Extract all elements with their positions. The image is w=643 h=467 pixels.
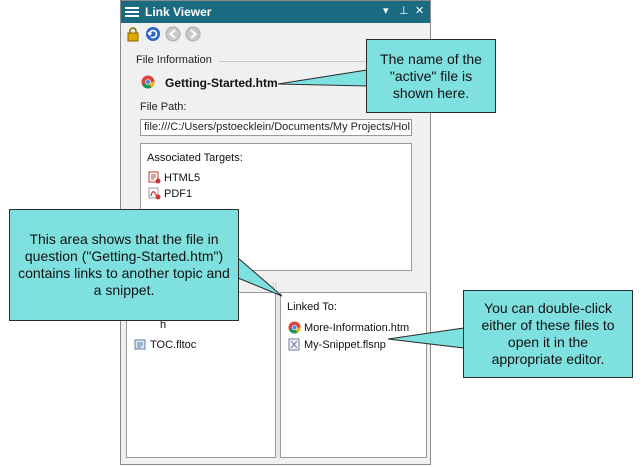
chrome-icon — [288, 321, 301, 334]
linked-from-item[interactable]: TOC.fltoc — [134, 338, 196, 351]
linked-to-name: My-Snippet.flsnp — [304, 338, 386, 351]
file-name-callout-pointer — [277, 69, 368, 87]
linked-from-name: TOC.fltoc — [150, 338, 197, 351]
snippet-icon — [288, 338, 300, 351]
section-divider — [219, 61, 419, 62]
links-area-callout-pointer — [237, 256, 283, 297]
linked-from-name: h — [160, 319, 167, 331]
linked-from-item[interactable]: h — [160, 319, 166, 331]
linked-to-name: More-Information.htm — [304, 321, 410, 334]
forward-icon[interactable] — [185, 26, 201, 42]
lock-icon[interactable] — [125, 26, 141, 42]
file-information-label: File Information — [136, 54, 212, 66]
associated-targets-label: Associated Targets: — [147, 152, 243, 164]
target-item-html5[interactable]: HTML5 — [148, 171, 200, 184]
target-name: PDF1 — [164, 187, 193, 200]
double-click-callout-pointer — [387, 327, 465, 349]
file-name-callout: The name of the "active" file is shown h… — [366, 39, 496, 113]
double-click-callout: You can double-click either of these fil… — [463, 290, 633, 378]
toc-icon — [134, 339, 146, 350]
file-path-field[interactable]: file:///C:/Users/pstoecklein/Documents/M… — [140, 119, 412, 136]
dropdown-icon[interactable]: ▾ — [383, 5, 389, 17]
vertical-splitter[interactable] — [276, 293, 280, 458]
pdf-target-icon — [148, 187, 161, 200]
back-icon[interactable] — [165, 26, 181, 42]
pin-icon[interactable]: ⊥ — [399, 5, 409, 17]
close-icon[interactable]: ✕ — [415, 5, 425, 17]
links-area-callout: This area shows that the file in questio… — [9, 209, 239, 321]
target-name: HTML5 — [164, 171, 201, 184]
window-title: Link Viewer — [145, 5, 212, 19]
chrome-icon — [141, 75, 155, 89]
title-bar: Link Viewer ▾ ⊥ ✕ — [121, 1, 430, 23]
refresh-icon[interactable] — [145, 26, 161, 42]
file-path-label: File Path: — [140, 101, 187, 113]
target-item-pdf1[interactable]: PDF1 — [148, 187, 192, 200]
html5-target-icon — [148, 171, 161, 184]
linked-to-label: Linked To: — [287, 301, 337, 313]
menu-icon[interactable] — [125, 5, 139, 19]
linked-to-box: Linked To: More-Information.htm My-Snipp… — [280, 292, 427, 458]
active-file-name: Getting-Started.htm — [165, 76, 278, 90]
horizontal-splitter-grip[interactable]: ⁝⁝ — [272, 281, 278, 290]
linked-to-item-my-snippet[interactable]: My-Snippet.flsnp — [288, 338, 386, 351]
linked-to-item-more-information[interactable]: More-Information.htm — [288, 321, 409, 334]
